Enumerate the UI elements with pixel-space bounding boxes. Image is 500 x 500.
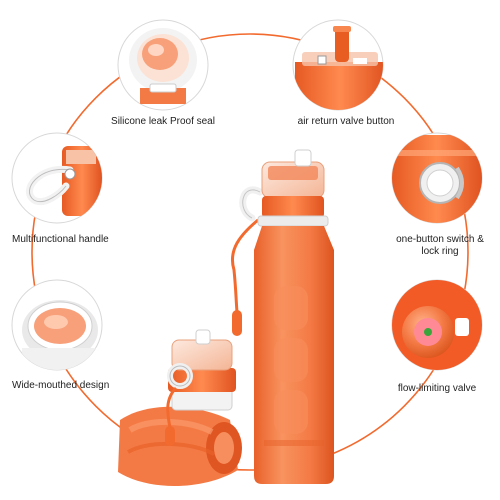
feature-photo-wide-mouth bbox=[11, 279, 103, 371]
label-lock-ring-line2: lock ring bbox=[421, 246, 459, 257]
feature-photo-seal bbox=[117, 19, 209, 111]
feature-photo-flow-valve bbox=[391, 279, 483, 371]
label-wide-mouthed: Wide-mouthed design bbox=[12, 380, 110, 391]
feature-photo-handle bbox=[11, 132, 103, 224]
label-flow-limiting-valve: flow-limiting valve bbox=[397, 383, 477, 394]
feature-photo-lock-ring bbox=[391, 132, 483, 224]
connector-ring bbox=[31, 33, 469, 471]
label-silicone-seal: Silicone leak Proof seal bbox=[111, 116, 215, 127]
label-lock-ring: one-button switch & lock ring bbox=[396, 234, 484, 258]
feature-photo-valve bbox=[292, 19, 384, 111]
label-multifunctional-handle: Multifunctional handle bbox=[12, 234, 109, 245]
label-lock-ring-line1: one-button switch & bbox=[396, 234, 484, 245]
main-bottle bbox=[231, 149, 334, 484]
label-air-return-valve: air return valve button bbox=[297, 116, 395, 127]
collapsed-bottle bbox=[118, 329, 242, 487]
